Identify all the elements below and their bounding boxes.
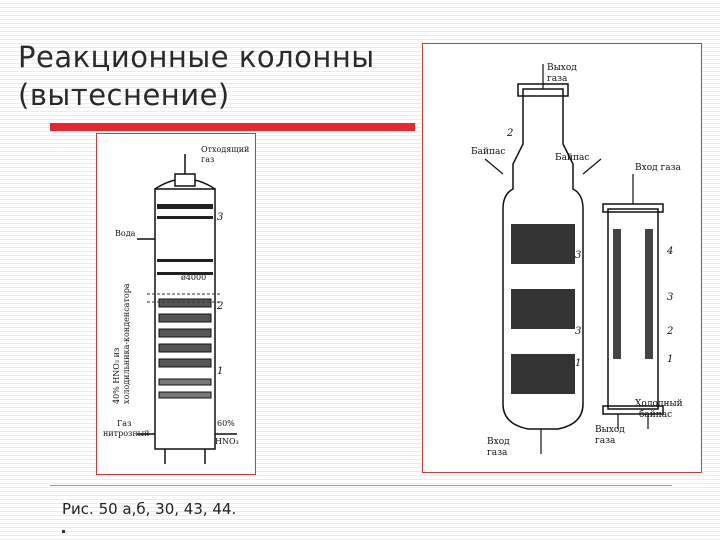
acid-label: 60% (217, 419, 235, 428)
acid-label-2: HNO₃ (215, 437, 239, 446)
bypass-left-label: Байпас (471, 147, 505, 157)
in-gas-label: Вход газа (635, 163, 682, 173)
diameter-label: ø4000 (181, 273, 206, 282)
reactor-diagram-b: Выход газа Байпас Байпас Вход газа 2 3 3… (471, 63, 683, 458)
mark-left-2: 2 (506, 128, 513, 139)
title-accent-bar (50, 123, 415, 131)
mark-1: 1 (217, 366, 223, 377)
mark-right-1: 1 (667, 354, 673, 365)
in-gas-bottom-label: Вход (487, 437, 510, 447)
mark-right-3: 3 (667, 292, 673, 303)
mark-left-1: 1 (575, 358, 581, 369)
title-line-2: (вытеснение) (18, 78, 230, 112)
mark-right-2: 2 (666, 326, 673, 337)
reactor-figure-b: Выход газа Байпас Байпас Вход газа 2 3 3… (422, 43, 702, 473)
cold-bypass-label: Холодный (635, 399, 683, 409)
mark-2: 2 (216, 301, 223, 312)
bypass-right-label: Байпас (555, 153, 589, 163)
title-line-1: Реакционные колонны (18, 40, 375, 74)
offgas-label: Отходящий (201, 145, 249, 154)
condensate-label-2: холодильника-конденсатора (122, 283, 131, 404)
mark-3: 3 (217, 212, 223, 223)
out-gas-bottom-label-2: газа (595, 436, 616, 446)
offgas-label-2: газ (201, 155, 214, 164)
mark-left-3a: 3 (575, 250, 581, 261)
column-figure-a: Отходящий газ Вода ø4000 3 2 1 40% HNO₃ … (96, 133, 256, 475)
out-gas-label-2: газа (547, 74, 568, 84)
bullet-dot (62, 530, 65, 533)
slide-title: Реакционные колонны (вытеснение) (18, 38, 418, 114)
out-gas-label: Выход (547, 63, 577, 73)
cold-bypass-label-2: байпас (639, 409, 672, 420)
water-label: Вода (115, 229, 136, 238)
gas-label: Газ (117, 419, 131, 428)
gas-label-2: нитрозный (103, 429, 149, 438)
in-gas-bottom-label-2: газа (487, 448, 508, 458)
mark-right-4: 4 (666, 246, 673, 257)
footer-divider (50, 485, 672, 486)
figure-caption: Рис. 50 а,б, 30, 43, 44. (62, 500, 237, 518)
mark-left-3b: 3 (575, 326, 581, 337)
out-gas-bottom-label: Выход (595, 425, 625, 435)
condensate-label: 40% HNO₃ из (112, 348, 121, 404)
column-diagram-a: Отходящий газ Вода ø4000 3 2 1 40% HNO₃ … (103, 145, 249, 464)
